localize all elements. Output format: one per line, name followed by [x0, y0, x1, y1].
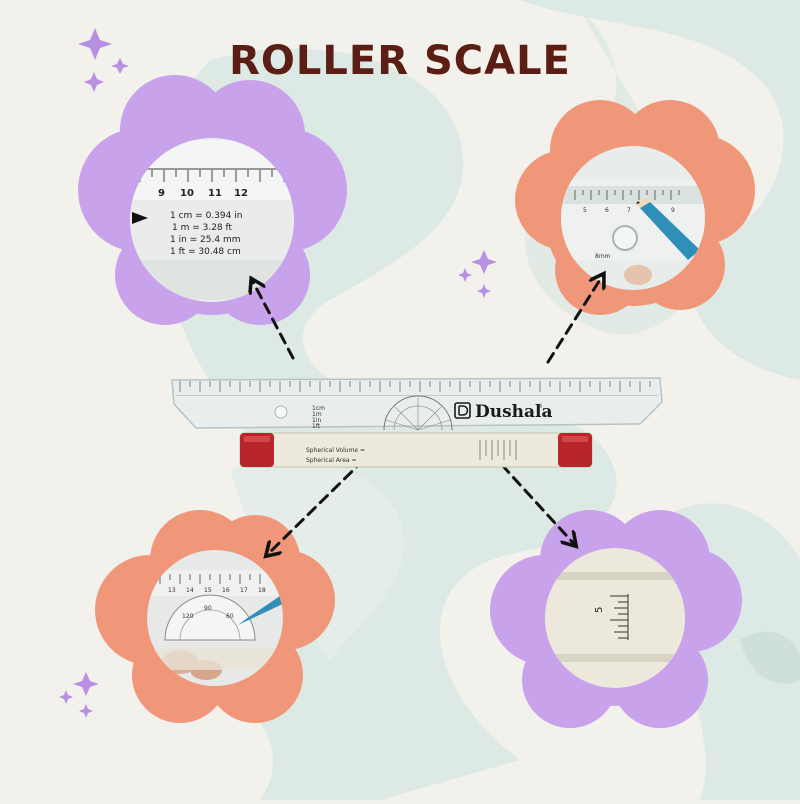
ruler-number: 10 [180, 188, 194, 199]
roller-formula: Spherical Volume = [306, 447, 365, 454]
ruler-number: 18 [258, 587, 266, 594]
sparkle-icon [59, 672, 99, 718]
protractor-number: 120 [182, 613, 194, 620]
conversion-line: 1 ft = 30.48 cm [170, 247, 241, 257]
conversion-line: 1 in = 25.4 mm [170, 235, 241, 245]
protractor-icon [383, 395, 453, 431]
sparkle-icon [458, 250, 497, 298]
conversion-line: 1 cm = 0.394 in [170, 211, 242, 221]
ruler-number: 9 [671, 207, 675, 214]
ruler-hole-icon [274, 405, 288, 419]
arrow-to-roller-scale [500, 463, 575, 545]
ruler-number: 12 [234, 188, 248, 199]
ruler-number: 9 [158, 188, 165, 199]
pencil-icon [238, 596, 283, 625]
ruler-conversion: 1m [312, 411, 322, 418]
scale-number: 5 [594, 607, 605, 613]
dushala-logo-icon [454, 402, 471, 419]
ruler-number: 14 [186, 587, 194, 594]
inset-roller-scale: 5 [545, 548, 685, 688]
roller-ruler-product: 1cm 1m 1in 1ft Dushala ® [171, 377, 663, 468]
ruler-number: 16 [222, 587, 230, 594]
page-title: ROLLER SCALE [229, 38, 571, 84]
hole-label: 8mm [595, 253, 611, 260]
roller-formula: Spherical Area = [306, 457, 357, 464]
inset-conversion-table: 9 10 11 12 1 cm = 0.394 in 1 m = 3.28 ft… [130, 138, 294, 302]
ruler-number: 7 [627, 207, 631, 214]
ruler-conversion: 1ft [312, 423, 321, 430]
protractor-number: 90 [204, 605, 212, 612]
roller-cylinder: Spherical Volume = Spherical Area = [239, 432, 593, 468]
protractor-number: 60 [226, 613, 234, 620]
ruler-ticks [179, 381, 651, 392]
inset-protractor: 13 14 15 16 17 18 90 120 60 [147, 550, 283, 686]
ruler-hole-icon [612, 225, 638, 251]
ruler-number: 15 [204, 587, 212, 594]
ruler-conversion: 1in [312, 417, 321, 424]
registered-mark: ® [537, 403, 543, 410]
pencil-icon [636, 198, 700, 260]
ruler-conversion: 1cm [312, 405, 325, 412]
sparkle-icon [78, 28, 129, 92]
conversion-line: 1 m = 3.28 ft [172, 223, 233, 233]
ruler-number: 17 [240, 587, 248, 594]
arrow-to-ruler-pencil [546, 275, 603, 364]
brand-name: Dushala [475, 402, 553, 422]
ruler-number: 5 [583, 207, 587, 214]
ruler-number: 13 [168, 587, 176, 594]
inset-ruler-pencil: 5 6 7 8 9 8mm [561, 146, 705, 290]
arrow-to-conversion-table [252, 280, 295, 360]
ruler-number: 6 [605, 207, 609, 214]
ruler-number: 11 [208, 188, 222, 199]
